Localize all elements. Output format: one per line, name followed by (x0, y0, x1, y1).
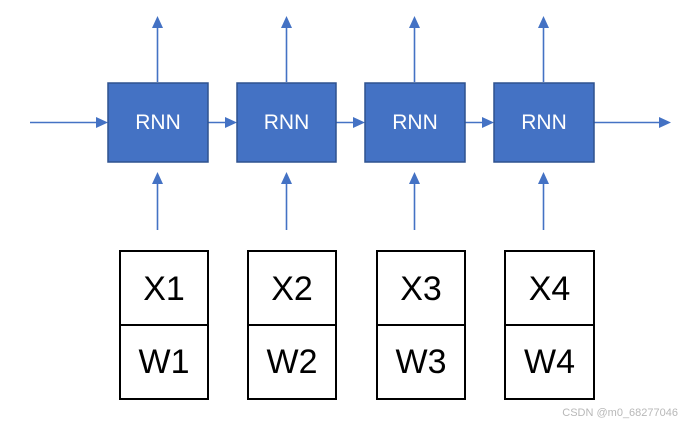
input-box-w2 (247, 324, 337, 400)
state-arrow-2-to-3 (336, 117, 365, 128)
input-arrow-3 (409, 172, 420, 230)
output-arrow-2 (281, 16, 292, 82)
input-label-x4: X4 (529, 270, 571, 308)
rnn-cell-3: RNN X3 W3 (364, 16, 466, 400)
state-arrow-1-to-2 (208, 117, 237, 128)
input-label-w2: W2 (267, 343, 318, 381)
rnn-block-2 (236, 82, 337, 163)
rnn-cell-4: RNN X4 W4 (493, 16, 595, 400)
rnn-cell-2: RNN X2 W2 (236, 16, 337, 400)
rnn-block-1 (107, 82, 209, 163)
input-box-x3 (376, 250, 466, 326)
input-label-x3: X3 (400, 270, 442, 308)
rnn-label-1: RNN (135, 111, 181, 134)
state-arrow-3-to-4 (465, 117, 494, 128)
input-arrow-1 (152, 172, 163, 230)
outgoing-state-arrow (594, 117, 671, 128)
input-label-x1: X1 (143, 270, 185, 308)
rnn-label-3: RNN (392, 111, 438, 134)
output-arrow-4 (538, 16, 549, 82)
input-label-x2: X2 (271, 270, 313, 308)
input-label-w1: W1 (139, 343, 190, 381)
rnn-label-2: RNN (264, 111, 310, 134)
input-box-x1 (119, 250, 209, 326)
rnn-cell-1: RNN X1 W1 (107, 16, 209, 400)
input-arrow-2 (281, 172, 292, 230)
rnn-block-3 (364, 82, 466, 163)
input-box-x4 (504, 250, 595, 326)
output-arrow-3 (409, 16, 420, 82)
output-arrow-1 (152, 16, 163, 82)
incoming-state-arrow (30, 117, 108, 128)
rnn-label-4: RNN (521, 111, 567, 134)
input-arrow-4 (538, 172, 549, 230)
input-box-w4 (504, 324, 595, 400)
input-box-w3 (376, 324, 466, 400)
input-label-w3: W3 (396, 343, 447, 381)
rnn-block-4 (493, 82, 595, 163)
input-label-w4: W4 (524, 343, 575, 381)
input-box-w1 (119, 324, 209, 400)
watermark-text: CSDN @m0_68277046 (562, 407, 678, 419)
